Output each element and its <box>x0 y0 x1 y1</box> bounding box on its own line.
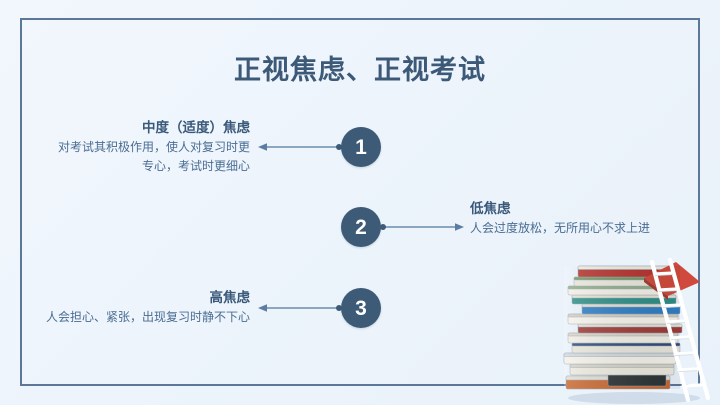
page-title: 正视焦虑、正视考试 <box>234 55 486 85</box>
anxiety-block-3-body-line1: 人会担心、紧张，出现复习时静不下心 <box>45 310 250 325</box>
connector-line-2 <box>380 223 464 231</box>
anxiety-block-2: 低焦虑 人会过度放松，无所用心不求上进 <box>470 199 700 238</box>
anxiety-block-3-heading: 高焦虑 <box>209 290 251 305</box>
step-number-circle-2: 2 <box>341 207 381 247</box>
anxiety-block-2-body-line1: 人会过度放松，无所用心不求上进 <box>470 221 651 236</box>
anxiety-block-1: 中度（适度）焦虑 对考试其积极作用，使人对复习时更 专心，考试时更细心 <box>20 118 250 175</box>
step-number-circle-1: 1 <box>341 127 381 167</box>
anxiety-block-1-body-line1: 对考试其积极作用，使人对复习时更 <box>57 140 250 155</box>
step-number-circle-3: 3 <box>341 288 381 328</box>
connector-line-1 <box>258 143 342 151</box>
anxiety-block-2-heading: 低焦虑 <box>470 201 511 216</box>
connector-line-3 <box>258 304 342 312</box>
anxiety-block-1-body-line2: 专心，考试时更细心 <box>141 158 250 173</box>
anxiety-block-1-heading: 中度（适度）焦虑 <box>142 120 250 135</box>
anxiety-block-3: 高焦虑 人会担心、紧张，出现复习时静不下心 <box>20 288 250 327</box>
book-stack-with-ladder-icon <box>563 257 711 404</box>
